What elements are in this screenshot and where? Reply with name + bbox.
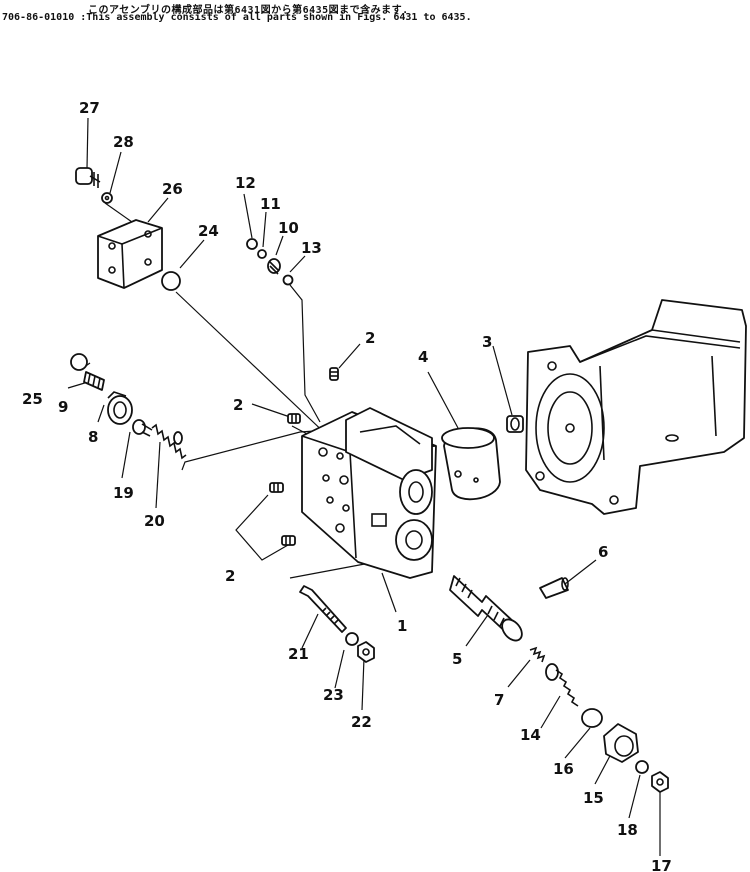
callout-21: 21 — [288, 645, 309, 663]
callout-19: 19 — [113, 484, 134, 502]
callout-22: 22 — [351, 713, 372, 731]
callout-17: 17 — [651, 857, 672, 872]
callout-10: 10 — [278, 219, 299, 237]
long-bolt — [299, 585, 347, 633]
o-ring-small — [246, 238, 258, 250]
callout-11: 11 — [260, 195, 281, 213]
callout-24: 24 — [198, 222, 219, 240]
valve-body — [301, 407, 437, 579]
plug-left-lower — [281, 535, 296, 546]
cover-washer — [101, 192, 113, 204]
callout-8: 8 — [88, 428, 98, 446]
callout-7: 7 — [494, 691, 504, 709]
callout-20: 20 — [144, 512, 165, 530]
callout-6: 6 — [598, 543, 608, 561]
callout-labels: 1 2 2 2 3 4 5 6 7 8 9 10 11 12 13 14 15 … — [22, 99, 672, 872]
bolt-nut — [357, 641, 375, 663]
end-washer — [635, 760, 649, 774]
header-assembly-note: 706-86-01010 :This assembly consists of … — [2, 12, 472, 23]
bolt-washer — [345, 632, 359, 646]
bushing — [506, 415, 524, 433]
end-cap-plug — [603, 723, 639, 763]
control-spring — [151, 423, 187, 460]
pump-housing — [525, 299, 747, 515]
plug-top — [329, 367, 339, 381]
callout-16: 16 — [553, 760, 574, 778]
header-japanese-note: このアセンブリの構成部品は第6431図から第6435図まで含みます. — [88, 5, 409, 16]
spring-plug — [132, 419, 153, 437]
callout-26: 26 — [162, 180, 183, 198]
pilot-spool — [83, 371, 105, 391]
callout-12: 12 — [235, 174, 256, 192]
o-ring-plug — [70, 353, 88, 371]
callout-23: 23 — [323, 686, 344, 704]
callout-9: 9 — [58, 398, 68, 416]
callout-28: 28 — [113, 133, 134, 151]
ring-small — [257, 249, 267, 259]
o-ring-large — [161, 271, 181, 291]
callout-2-left: 2 — [225, 567, 235, 585]
main-spool — [449, 575, 523, 642]
callout-14: 14 — [520, 726, 541, 744]
cover-bolt — [75, 167, 101, 188]
callout-2-side: 2 — [233, 396, 243, 414]
cover-plate — [97, 219, 163, 289]
callout-3: 3 — [482, 333, 492, 351]
pilot-plug — [107, 391, 133, 425]
callout-25: 25 — [22, 390, 43, 408]
callout-1: 1 — [397, 617, 407, 635]
check-ball — [282, 274, 294, 286]
callout-4: 4 — [418, 348, 428, 366]
leader-lines — [67, 117, 661, 856]
spool-sleeve — [539, 577, 569, 599]
callout-13: 13 — [301, 239, 322, 257]
callout-5: 5 — [452, 650, 462, 668]
callout-27: 27 — [79, 99, 100, 117]
callout-2-top: 2 — [365, 329, 375, 347]
callout-15: 15 — [583, 789, 604, 807]
piston — [441, 427, 501, 501]
o-ring-end-cap — [581, 708, 603, 728]
plug-side — [287, 413, 301, 424]
spool-spring — [529, 646, 546, 663]
return-spring — [545, 663, 579, 707]
spring-small — [267, 258, 281, 275]
plug-left-upper — [269, 482, 284, 493]
end-nut — [651, 771, 669, 793]
callout-18: 18 — [617, 821, 638, 839]
